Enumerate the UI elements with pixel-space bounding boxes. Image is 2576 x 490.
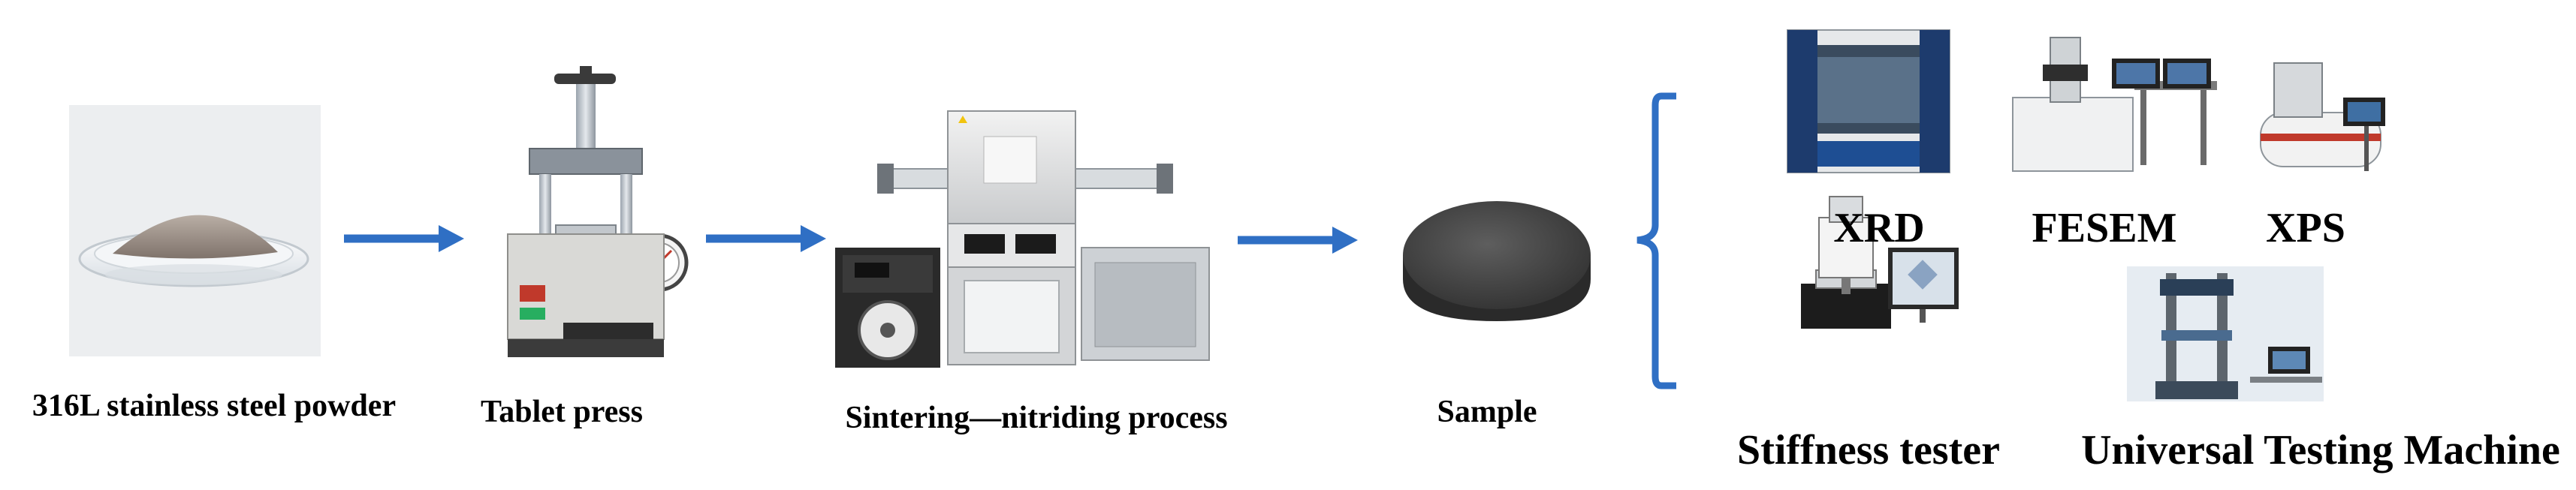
xrd-label: XRD [1833,205,1925,251]
fesem-label: FESEM [2032,205,2177,251]
powder-label: 316L stainless steel powder [32,389,397,423]
powder-image [69,105,321,356]
arrow-2 [706,225,826,252]
arrow-3 [1238,227,1358,254]
furnace-image [835,110,1210,368]
stiffness-tester-label: Stiffness tester [1737,427,2000,473]
sample-label: Sample [1437,395,1537,429]
xrd-image [1787,29,1950,173]
arrow-1 [344,225,464,252]
tablet-press-image [507,66,689,357]
universal-testing-machine-label: Universal Testing Machine [2081,427,2560,473]
bracket [1636,92,1676,389]
furnace-label: Sintering—nitriding process [845,401,1228,435]
fesem-image [2012,37,2217,172]
universal-testing-machine-image [2127,266,2324,401]
xps-label: XPS [2266,205,2345,251]
tablet-press-label: Tablet press [481,395,643,429]
sample-image [1403,201,1591,321]
stiffness-tester-image [1801,196,1959,329]
xps-image [2260,62,2385,171]
